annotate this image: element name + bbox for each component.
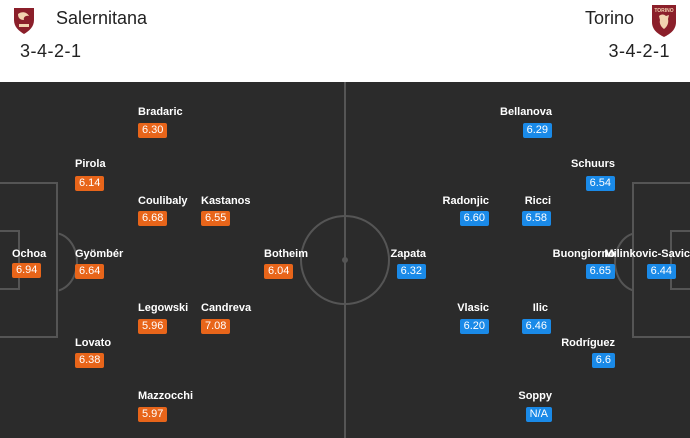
home-player-name-candreva[interactable]: Candreva [201, 302, 252, 314]
away-player-name-rodriguez[interactable]: Rodríguez [561, 337, 615, 349]
home-player-rating-legowski: 5.96 [138, 319, 168, 334]
away-player-rating-ilic: 6.46 [521, 319, 551, 334]
away-player-rating-bellanova: 6.29 [522, 123, 552, 138]
away-penalty-box-bottom [632, 336, 690, 338]
away-player-rating-buongiorno: 6.65 [585, 264, 615, 279]
away-player-name-buongiorno[interactable]: Buongiorno [552, 248, 615, 260]
away-player-rating-soppy: N/A [525, 407, 552, 422]
away-player-rating-zapata: 6.32 [396, 264, 426, 279]
away-player-rating-radonjic: 6.60 [459, 211, 489, 226]
home-player-rating-botheim: 6.04 [264, 264, 294, 279]
away-player-name-milinkovic-savic[interactable]: Milinkovic-Savic [604, 248, 690, 260]
home-player-rating-bradaric: 6.30 [138, 123, 168, 138]
home-player-name-mazzocchi[interactable]: Mazzocchi [138, 390, 194, 402]
home-team-name[interactable]: Salernitana [56, 8, 148, 28]
home-player-name-bradaric[interactable]: Bradaric [138, 106, 183, 118]
home-player-name-lovato[interactable]: Lovato [75, 337, 112, 349]
away-penalty-arc [614, 232, 634, 292]
home-player-name-coulibaly[interactable]: Coulibaly [138, 195, 188, 207]
away-player-name-ilic[interactable]: Ilic [532, 302, 548, 314]
home-player-rating-coulibaly: 6.68 [138, 211, 168, 226]
salernitana-crest-icon [8, 4, 40, 36]
away-goal-box-bottom [672, 288, 690, 290]
home-penalty-box-side [56, 182, 58, 338]
away-player-name-vlasic[interactable]: Vlasic [457, 302, 489, 314]
home-penalty-box-top [0, 182, 56, 184]
away-player-rating-schuurs: 6.54 [585, 176, 615, 191]
away-player-name-zapata[interactable]: Zapata [390, 248, 426, 260]
home-player-name-pirola[interactable]: Pirola [75, 158, 106, 170]
torino-crest-label: TORINO [654, 8, 673, 14]
away-goal-box-side [670, 230, 672, 290]
home-player-name-legowski[interactable]: Legowski [138, 302, 189, 314]
pitch [0, 82, 690, 438]
home-player-rating-ochoa: 6.94 [12, 263, 42, 278]
home-player-rating-pirola: 6.14 [75, 176, 105, 191]
home-player-rating-mazzocchi: 5.97 [138, 407, 168, 422]
home-penalty-box-bottom [0, 336, 56, 338]
away-player-name-radonjic[interactable]: Radonjic [442, 195, 489, 207]
home-penalty-arc [58, 232, 78, 292]
away-team-name[interactable]: Torino [584, 8, 634, 28]
home-goal-box-top [0, 230, 18, 232]
home-player-name-gyomber[interactable]: Gyömbér [75, 248, 124, 260]
lineup-header: Salernitana 3-4-2-1 Torino TORINO 3-4-2-… [0, 0, 690, 82]
home-player-rating-lovato: 6.38 [75, 353, 105, 368]
home-player-name-kastanos[interactable]: Kastanos [201, 195, 251, 207]
home-goal-box-bottom [0, 288, 18, 290]
away-goal-box-top [672, 230, 690, 232]
away-player-name-schuurs[interactable]: Schuurs [570, 158, 615, 170]
away-player-rating-rodriguez: 6.6 [591, 353, 615, 368]
away-penalty-box-top [632, 182, 690, 184]
home-player-name-botheim[interactable]: Botheim [264, 248, 308, 260]
away-player-name-ricci[interactable]: Ricci [524, 195, 551, 207]
away-player-name-bellanova[interactable]: Bellanova [500, 106, 552, 118]
center-circle [300, 215, 390, 305]
home-goal-box-side [18, 230, 20, 290]
away-player-rating-ricci: 6.58 [521, 211, 551, 226]
torino-crest-icon: TORINO [650, 2, 678, 38]
away-player-rating-milinkovic-savic: 6.44 [646, 264, 676, 279]
away-player-name-soppy[interactable]: Soppy [518, 390, 552, 402]
home-player-name-ochoa[interactable]: Ochoa [12, 248, 47, 260]
away-player-rating-vlasic: 6.20 [459, 319, 489, 334]
away-formation: 3-4-2-1 [608, 41, 670, 61]
home-player-rating-candreva: 7.08 [201, 319, 231, 334]
home-player-rating-gyomber: 6.64 [75, 264, 105, 279]
center-spot [342, 257, 348, 263]
home-formation: 3-4-2-1 [20, 41, 82, 61]
home-player-rating-kastanos: 6.55 [201, 211, 231, 226]
